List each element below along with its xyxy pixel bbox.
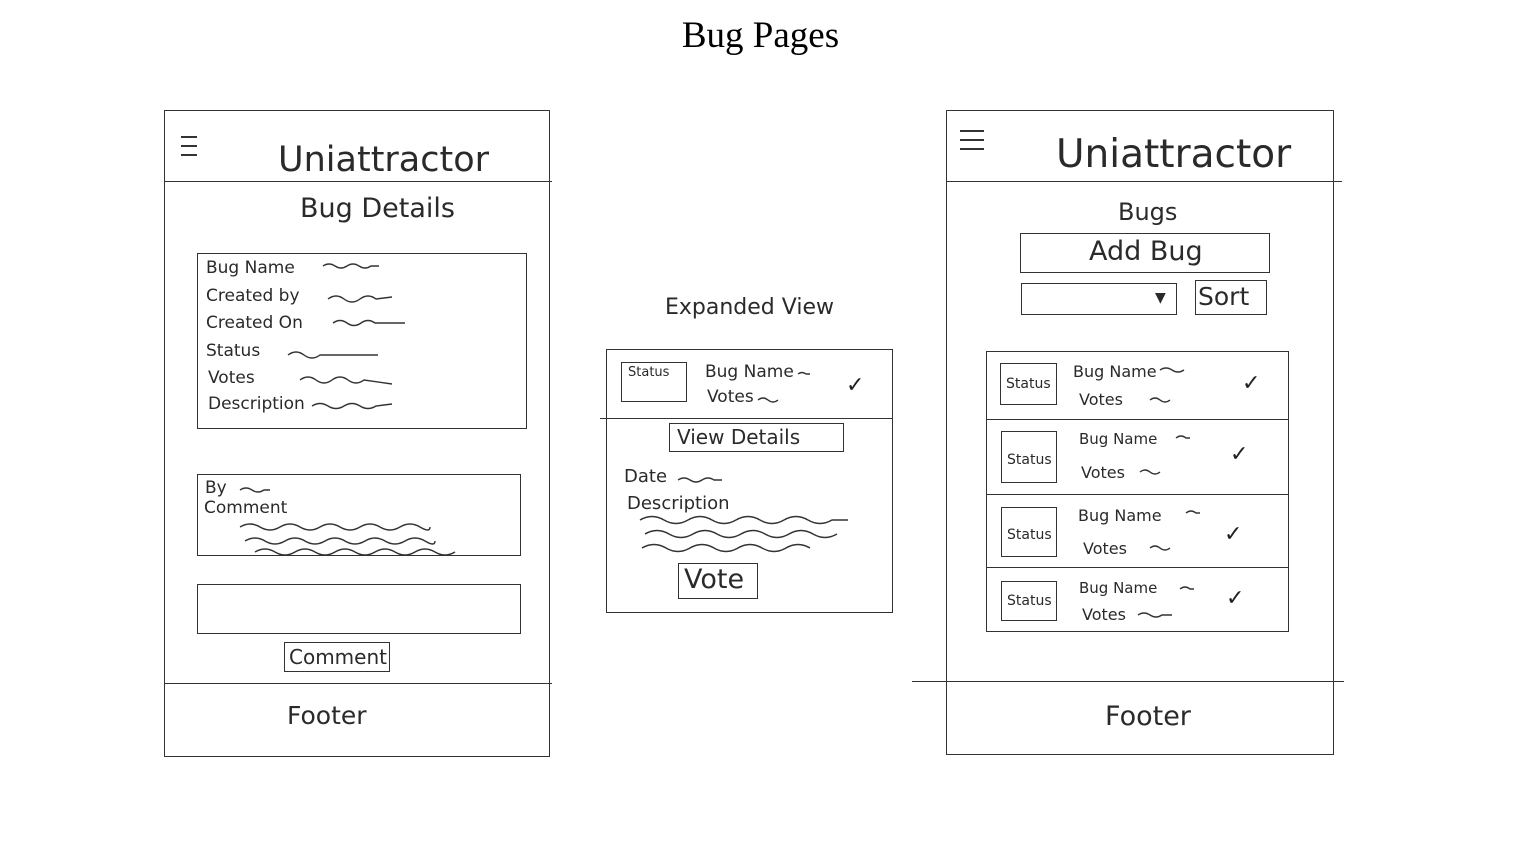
bug-name-label: Bug Name (1073, 362, 1157, 381)
vote-button[interactable] (678, 563, 758, 599)
bug-name-label: Bug Name (1079, 430, 1158, 448)
votes-label: Votes (1081, 463, 1125, 482)
check-icon[interactable]: ✓ (1230, 442, 1249, 467)
hamburger-menu-icon[interactable] (181, 136, 199, 166)
status-box (1001, 431, 1057, 483)
row-divider (986, 419, 1289, 420)
check-icon[interactable]: ✓ (1226, 586, 1245, 611)
field-description: Description (208, 394, 305, 414)
description-label: Description (627, 493, 730, 514)
sort-label: Sort (1198, 282, 1250, 311)
votes-label: Votes (707, 387, 754, 407)
view-details-label: View Details (677, 425, 801, 449)
date-label: Date (624, 466, 668, 487)
status-label: Status (628, 365, 670, 380)
check-icon[interactable]: ✓ (1242, 371, 1261, 396)
bug-details-screen (164, 110, 550, 757)
screen-heading: Bug Details (300, 193, 455, 224)
expanded-divider (600, 418, 893, 419)
footer: Footer (1105, 701, 1191, 732)
status-label: Status (1007, 452, 1052, 468)
add-bug-label: Add Bug (1089, 236, 1203, 267)
chevron-down-icon: ▼ (1155, 290, 1166, 306)
filter-dropdown[interactable] (1021, 283, 1177, 315)
row-divider (986, 567, 1289, 568)
votes-label: Votes (1082, 605, 1126, 624)
bug-info-box (197, 253, 527, 429)
app-title: Uniattractor (1056, 132, 1292, 177)
footer-divider (912, 681, 1344, 682)
check-icon[interactable]: ✓ (1224, 522, 1243, 547)
vote-label: Vote (684, 564, 745, 595)
comment-input[interactable] (197, 584, 521, 634)
comment-box (197, 474, 521, 556)
comment-button-label: Comment (289, 645, 387, 669)
bugs-list-screen (946, 110, 1334, 755)
field-created-on: Created On (206, 313, 303, 333)
status-box (1001, 581, 1057, 621)
add-bug-button[interactable] (1020, 233, 1270, 273)
sort-button[interactable] (1195, 280, 1267, 315)
votes-label: Votes (1079, 390, 1123, 409)
header-divider (946, 181, 1342, 182)
hamburger-menu-icon[interactable] (960, 130, 984, 160)
expanded-view-label: Expanded View (665, 295, 834, 320)
footer: Footer (287, 701, 367, 730)
bug-name-label: Bug Name (1079, 579, 1158, 597)
bug-list (986, 351, 1289, 632)
bug-name-label: Bug Name (1078, 506, 1162, 525)
app-title: Uniattractor (278, 140, 490, 180)
footer-divider (164, 683, 552, 684)
field-votes: Votes (208, 368, 255, 388)
bug-name-label: Bug Name (705, 362, 794, 382)
expanded-view-card (606, 349, 893, 613)
check-icon[interactable]: ✓ (846, 373, 865, 398)
status-box (1000, 363, 1057, 405)
status-box (621, 362, 687, 402)
field-bug-name: Bug Name (206, 258, 295, 278)
comment-button[interactable] (284, 642, 390, 672)
votes-label: Votes (1083, 539, 1127, 558)
screen-heading: Bugs (1118, 198, 1178, 226)
status-box (1001, 507, 1057, 557)
comment-label: Comment (204, 498, 288, 518)
header-divider (164, 181, 552, 182)
comment-by: By (205, 478, 227, 498)
page-title: Bug Pages (681, 15, 840, 56)
field-status: Status (206, 341, 261, 361)
status-label: Status (1007, 593, 1052, 609)
status-label: Status (1006, 376, 1051, 392)
status-label: Status (1007, 527, 1052, 543)
row-divider (986, 494, 1289, 495)
view-details-button[interactable] (669, 423, 844, 452)
field-created-by: Created by (206, 286, 300, 306)
